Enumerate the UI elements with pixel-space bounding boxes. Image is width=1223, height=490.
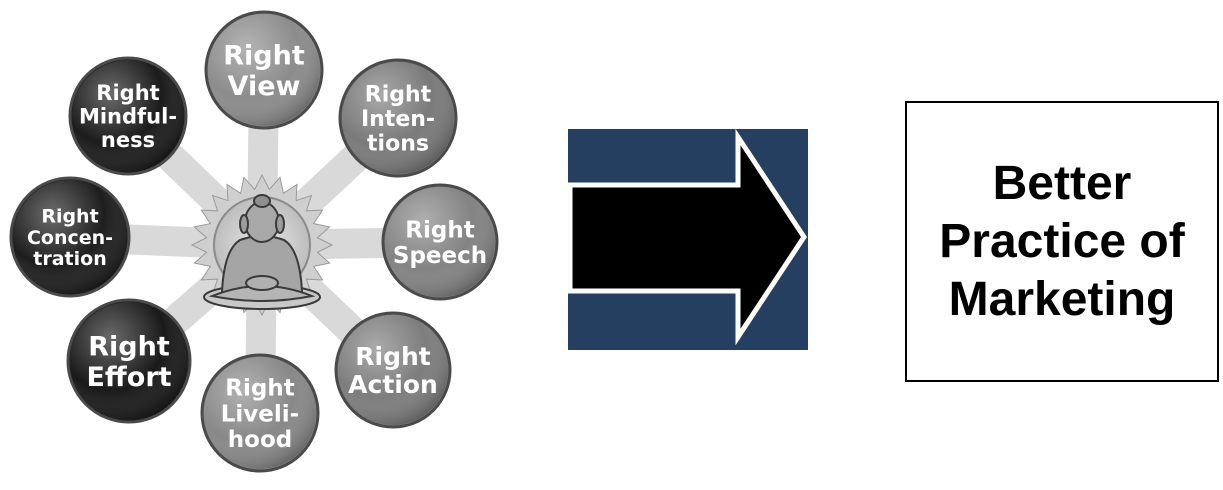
node-shine-right-speech (385, 187, 495, 297)
node-shine-right-concentration (13, 180, 127, 294)
node-shine-right-effort (70, 302, 188, 420)
node-label-right-effort-1: Effort (86, 362, 171, 393)
node-label-right-action-0: Right (355, 342, 431, 371)
node-label-right-concentration-2: tration (33, 248, 106, 270)
node-shine-right-action (338, 315, 448, 425)
node-label-right-effort-0: Right (88, 332, 170, 363)
node-shine-right-livelihood (204, 357, 316, 469)
result-line-2: Practice of (939, 214, 1185, 268)
node-label-right-mindfulness-2: ness (101, 128, 155, 152)
node-shine-right-view (208, 14, 320, 126)
node-label-right-intentions-2: tions (367, 132, 429, 157)
node-shine-right-mindfulness (72, 60, 184, 172)
right-arrow-icon (568, 129, 807, 346)
node-shine-right-intentions (342, 62, 454, 174)
result-box: Better Practice of Marketing (905, 101, 1219, 382)
node-label-right-livelihood-1: Liveli- (221, 401, 299, 427)
node-label-right-concentration-1: Concen- (27, 227, 113, 249)
meditating-buddha-icon (203, 194, 321, 310)
node-label-right-mindfulness-1: Mindful- (79, 105, 177, 129)
result-line-3: Marketing (948, 272, 1176, 326)
wheel-hub (190, 173, 334, 317)
arrow-panel (568, 129, 808, 350)
node-label-right-livelihood-0: Right (225, 376, 294, 402)
node-label-right-speech-0: Right (405, 217, 474, 243)
node-label-right-action-1: Action (348, 370, 438, 399)
node-label-right-mindfulness-0: Right (96, 81, 159, 105)
node-label-right-speech-1: Speech (393, 243, 487, 269)
result-line-1: Better (992, 156, 1132, 210)
node-label-right-livelihood-2: hood (228, 427, 292, 453)
node-label-right-intentions-0: Right (365, 82, 432, 107)
node-label-right-concentration-0: Right (41, 206, 98, 228)
node-label-right-view-1: View (228, 71, 301, 102)
node-label-right-view-0: Right (223, 41, 305, 72)
node-label-right-intentions-1: Inten- (361, 107, 435, 132)
